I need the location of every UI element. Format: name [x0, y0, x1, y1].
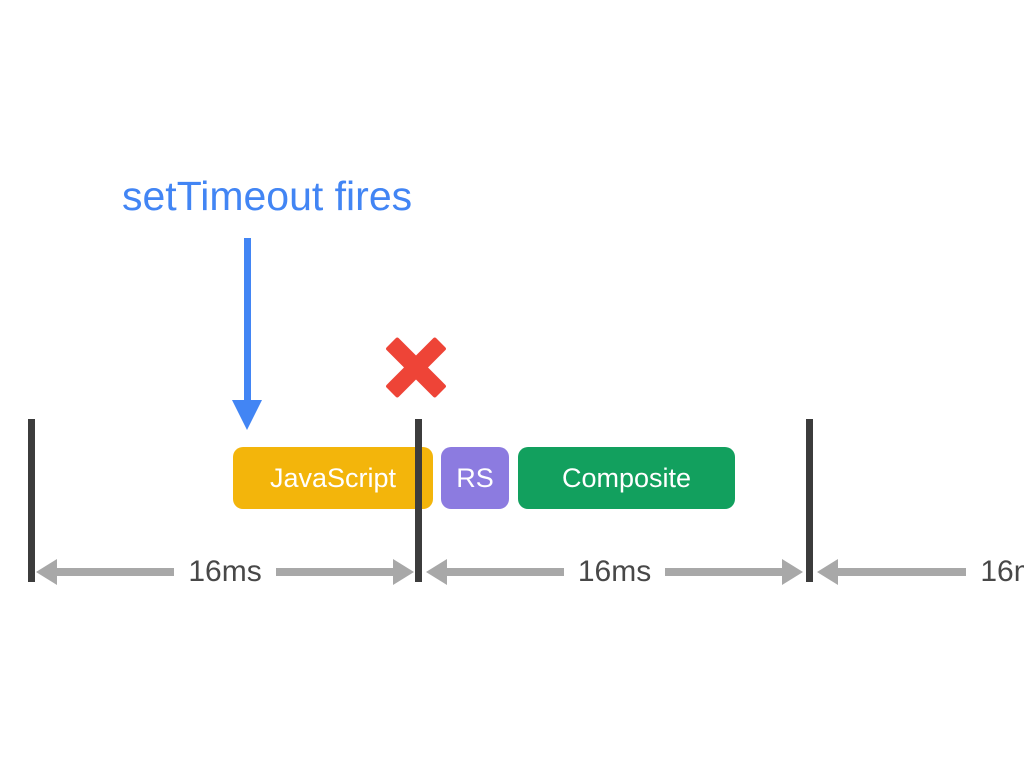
measure-line [838, 568, 967, 576]
task-block-javascript: JavaScript [233, 447, 433, 509]
arrowhead-right-icon [393, 559, 415, 585]
measure-label: 16ms [577, 555, 652, 588]
measure-line [447, 568, 564, 576]
measurement-16ms-2: 16ms [426, 555, 804, 588]
measure-label: 16ms [188, 555, 262, 588]
settimeout-fires-label: setTimeout fires [122, 173, 413, 219]
frame-boundary-bar-2 [415, 419, 422, 582]
down-arrow-head [232, 400, 262, 430]
measure-line [57, 568, 175, 576]
arrowhead-left-icon [36, 559, 57, 585]
frame-boundary-bar-1 [28, 419, 35, 582]
measure-line [275, 568, 394, 576]
task-block-rs: RS [441, 447, 509, 509]
dropped-frame-x-icon [385, 336, 447, 399]
down-arrow-shaft [244, 238, 251, 402]
measure-line [665, 568, 783, 576]
down-arrow-icon [230, 238, 264, 430]
measurement-16ms-1: 16ms [36, 555, 415, 588]
task-block-composite: Composite [518, 447, 735, 509]
arrowhead-left-icon [426, 559, 447, 585]
arrowhead-right-icon [782, 559, 804, 585]
arrowhead-left-icon [817, 559, 838, 585]
measurement-16ms-3-clipped: 16ms [817, 557, 1024, 587]
frame-boundary-bar-3 [806, 419, 813, 582]
measure-label: 16ms [980, 555, 1024, 588]
